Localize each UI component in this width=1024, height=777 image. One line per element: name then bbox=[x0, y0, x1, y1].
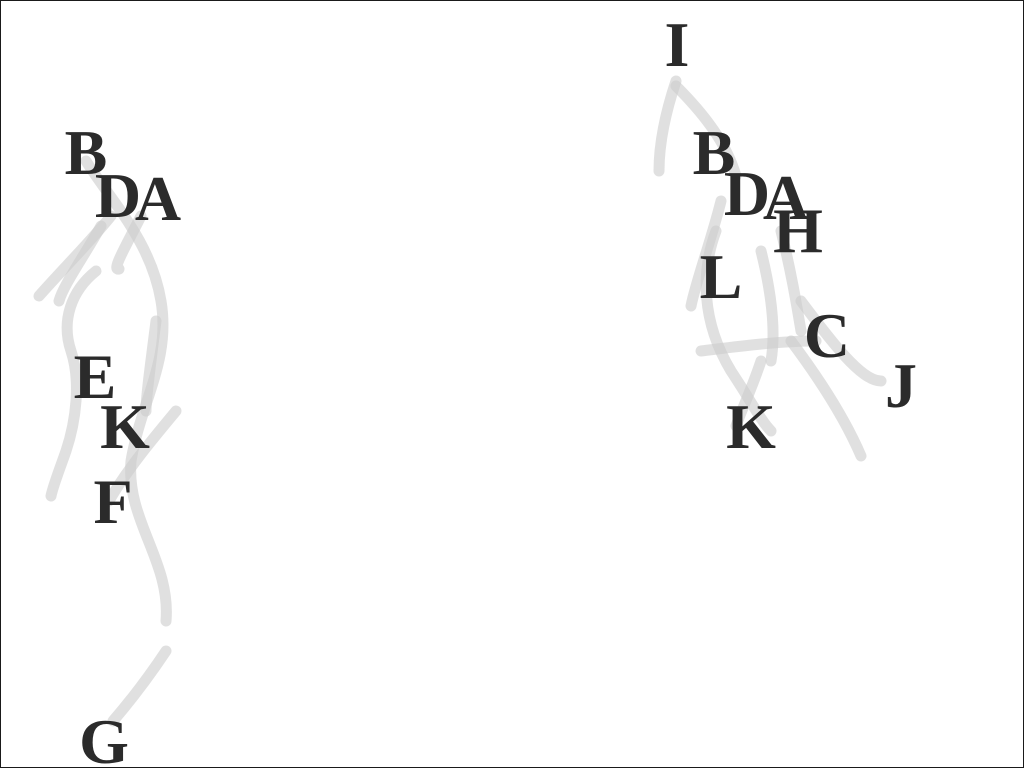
left-figure-strokes bbox=[33, 155, 182, 727]
left-stroke-knee bbox=[140, 315, 162, 417]
right-stroke-leg-b bbox=[730, 355, 767, 432]
right-stroke-forearm bbox=[795, 295, 887, 387]
left-label-a: A bbox=[134, 163, 182, 234]
left-label-b: B bbox=[64, 117, 108, 188]
right-stroke-arm-b bbox=[755, 245, 779, 367]
right-stroke-neck bbox=[670, 80, 742, 182]
left-stroke-arm-right bbox=[111, 210, 147, 275]
left-label-d: D bbox=[94, 160, 142, 231]
right-stroke-hip-bar bbox=[695, 335, 822, 357]
right-label-i: I bbox=[664, 9, 690, 80]
right-stroke-arm-a bbox=[775, 225, 807, 337]
right-label-a: A bbox=[762, 162, 810, 233]
right-label-j: J bbox=[885, 350, 917, 421]
right-label-h: H bbox=[773, 195, 823, 266]
right-label-l: L bbox=[699, 241, 743, 312]
right-stroke-head bbox=[653, 75, 682, 177]
left-label-k: K bbox=[100, 391, 150, 462]
left-stroke-shoulder bbox=[53, 220, 107, 307]
right-label-k: K bbox=[726, 391, 776, 462]
right-stroke-leg bbox=[785, 335, 867, 462]
left-stroke-foot bbox=[107, 645, 172, 727]
left-label-e: E bbox=[73, 341, 117, 412]
left-label-g: G bbox=[79, 706, 129, 777]
right-label-c: C bbox=[803, 300, 851, 371]
right-stroke-back bbox=[700, 225, 777, 437]
right-figure-strokes bbox=[653, 75, 887, 462]
left-label-f: F bbox=[93, 466, 133, 537]
right-label-d: D bbox=[723, 158, 771, 229]
left-stroke-shin bbox=[103, 405, 182, 507]
right-label-b: B bbox=[692, 117, 736, 188]
left-stroke-hip bbox=[45, 265, 102, 502]
